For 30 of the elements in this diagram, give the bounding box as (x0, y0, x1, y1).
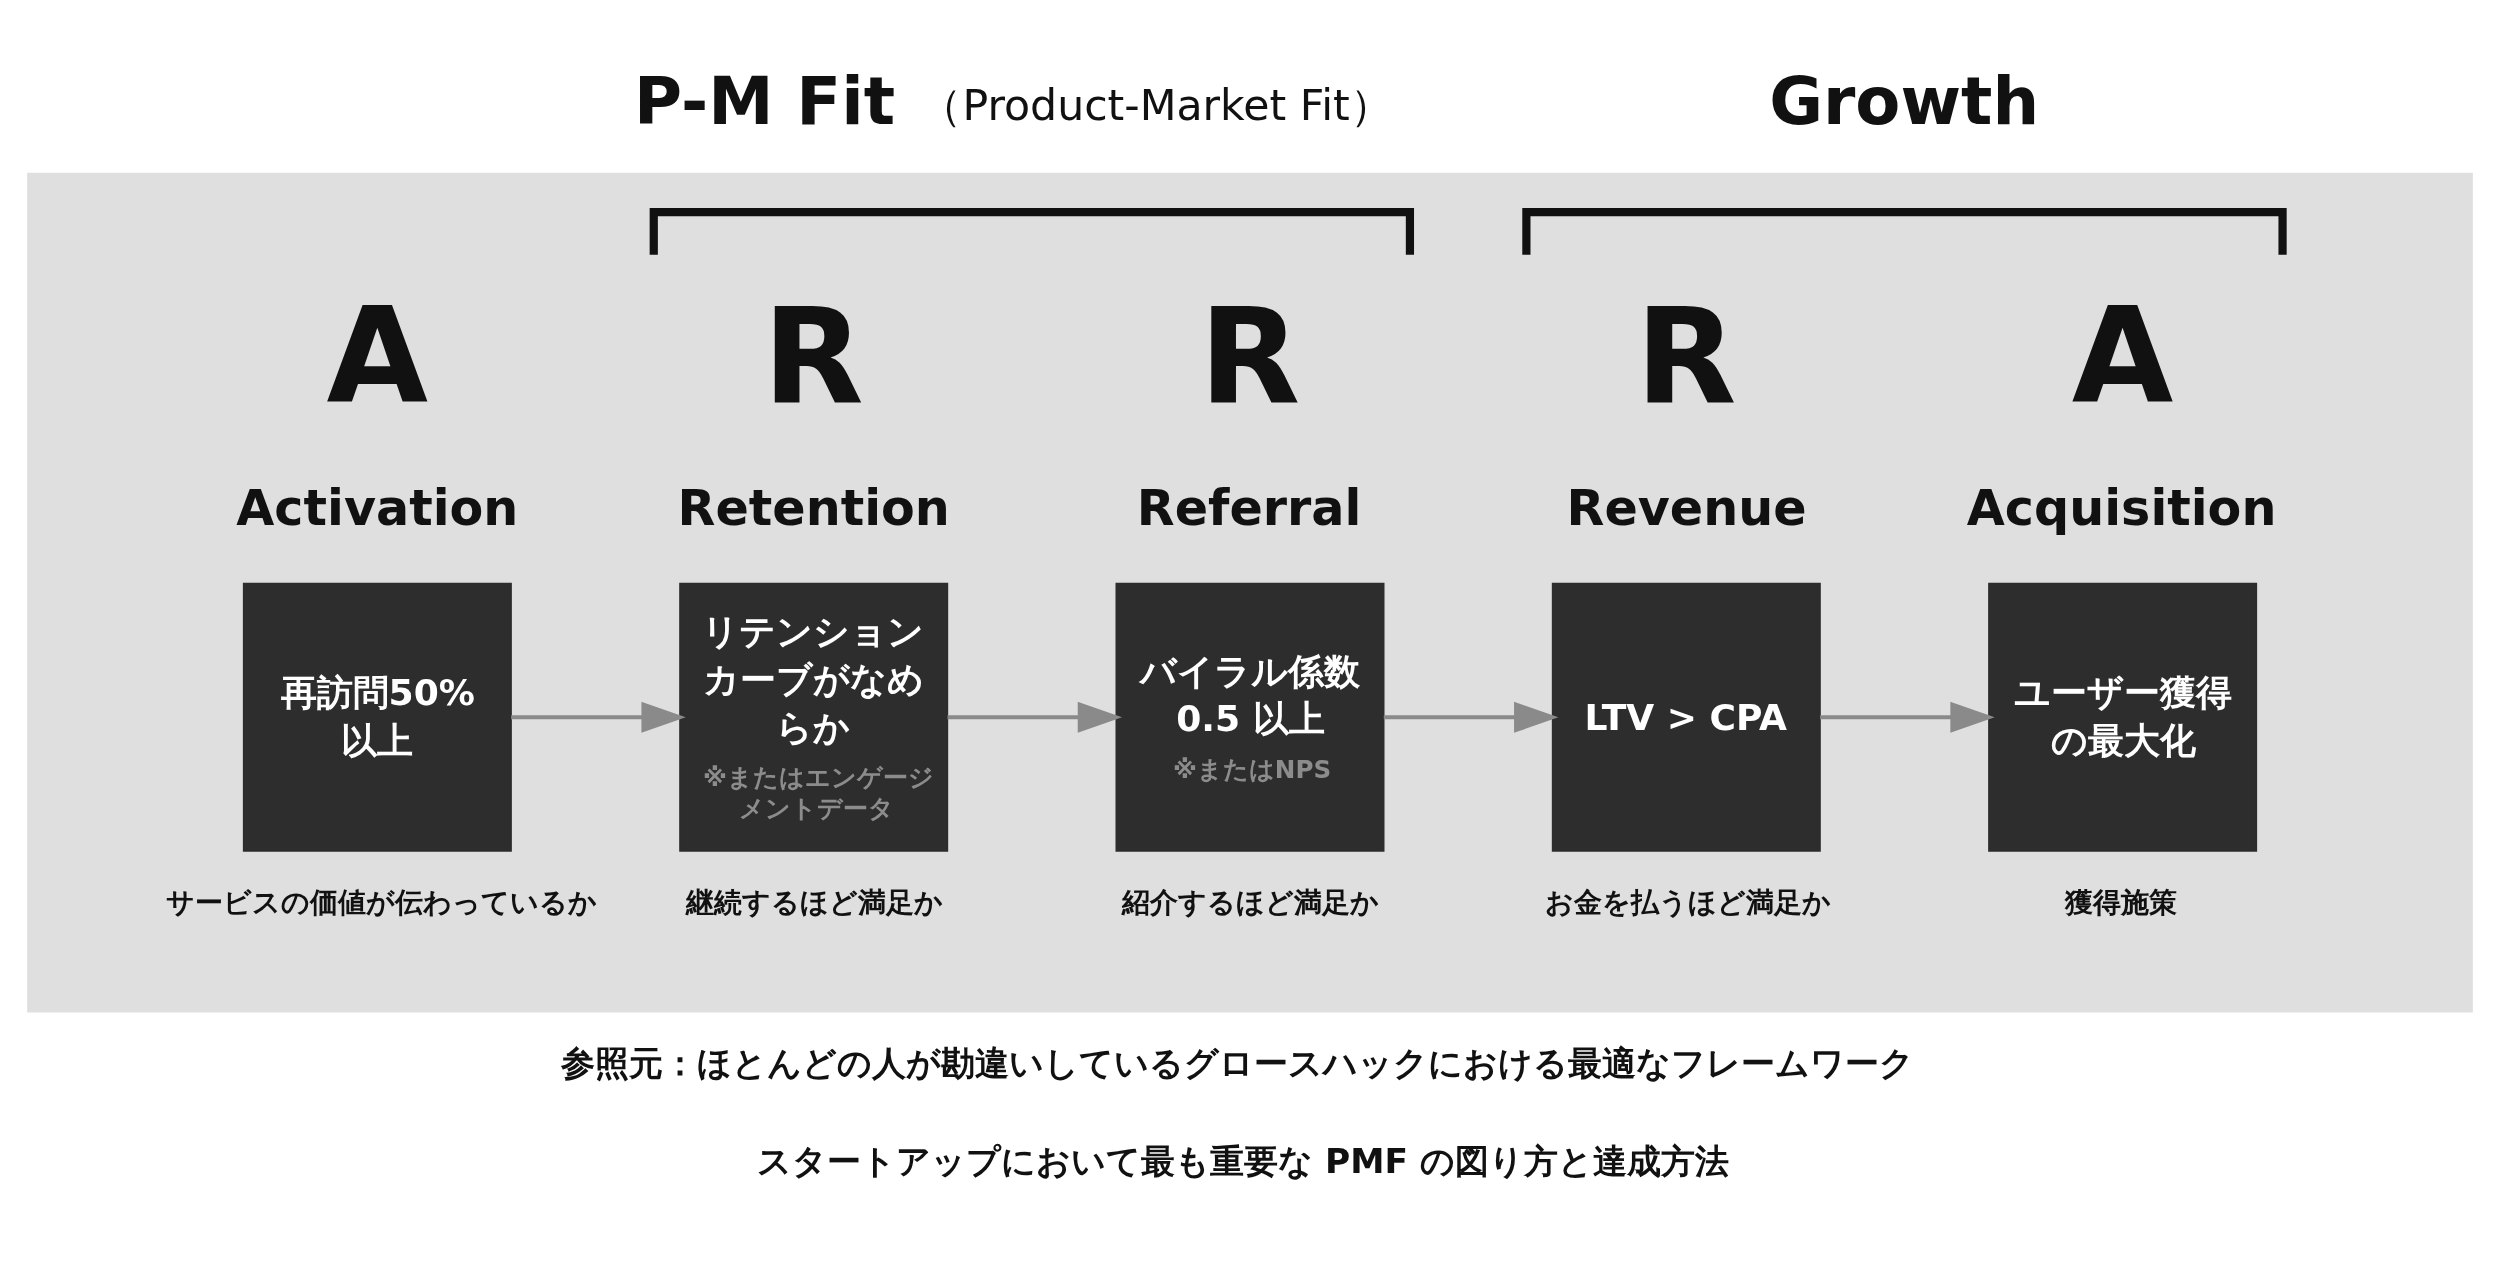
cluster (27, 172, 2473, 1013)
arrow (1383, 701, 1559, 733)
node-box: バイラル係数0.5 以上 ※またはNPS (1115, 582, 1385, 852)
node-label: Acquisition (1966, 479, 2277, 538)
node-label: 獲得施策 (2065, 885, 2178, 919)
node-label: Referral (1136, 479, 1362, 538)
node-box: LTV > CPA (1551, 582, 1821, 852)
label: （Product-Market Fit） (919, 79, 1393, 130)
node-label: サービスの価値が伝わっているか (165, 885, 597, 919)
label: スタートアップにおいて最も重要な PMF の図り方と達成方法 (757, 1140, 1730, 1181)
node-label: 紹介するほど満足か (1122, 885, 1380, 919)
node-label: Activation (236, 479, 519, 538)
node-label: お金を払うほど満足か (1545, 885, 1832, 919)
node-box: 再訪問50% 以上 (242, 582, 512, 852)
arrow (511, 701, 686, 733)
node-label: 継続するほど満足か (685, 885, 943, 919)
node-label: R (762, 279, 864, 433)
node-label: A (2071, 279, 2174, 433)
label: P-M Fit (634, 63, 896, 140)
node-box: リテンションカーブがなめらか ※またはエンゲージメントデータ (679, 582, 949, 852)
node-box: ユーザー獲得の最大化 (1988, 582, 2258, 852)
arrow (947, 701, 1123, 733)
arrow (1820, 701, 1995, 733)
label: 参照元：ほとんどの人が勘違いしているグロースハックにおける最適なフレームワーク (561, 1042, 1915, 1083)
node-label: R (1199, 279, 1301, 433)
node-label: R (1635, 279, 1737, 433)
node-label: Retention (677, 479, 950, 538)
node-label: Revenue (1566, 479, 1807, 538)
label: Growth (1769, 63, 2040, 140)
node-label: A (326, 279, 429, 433)
